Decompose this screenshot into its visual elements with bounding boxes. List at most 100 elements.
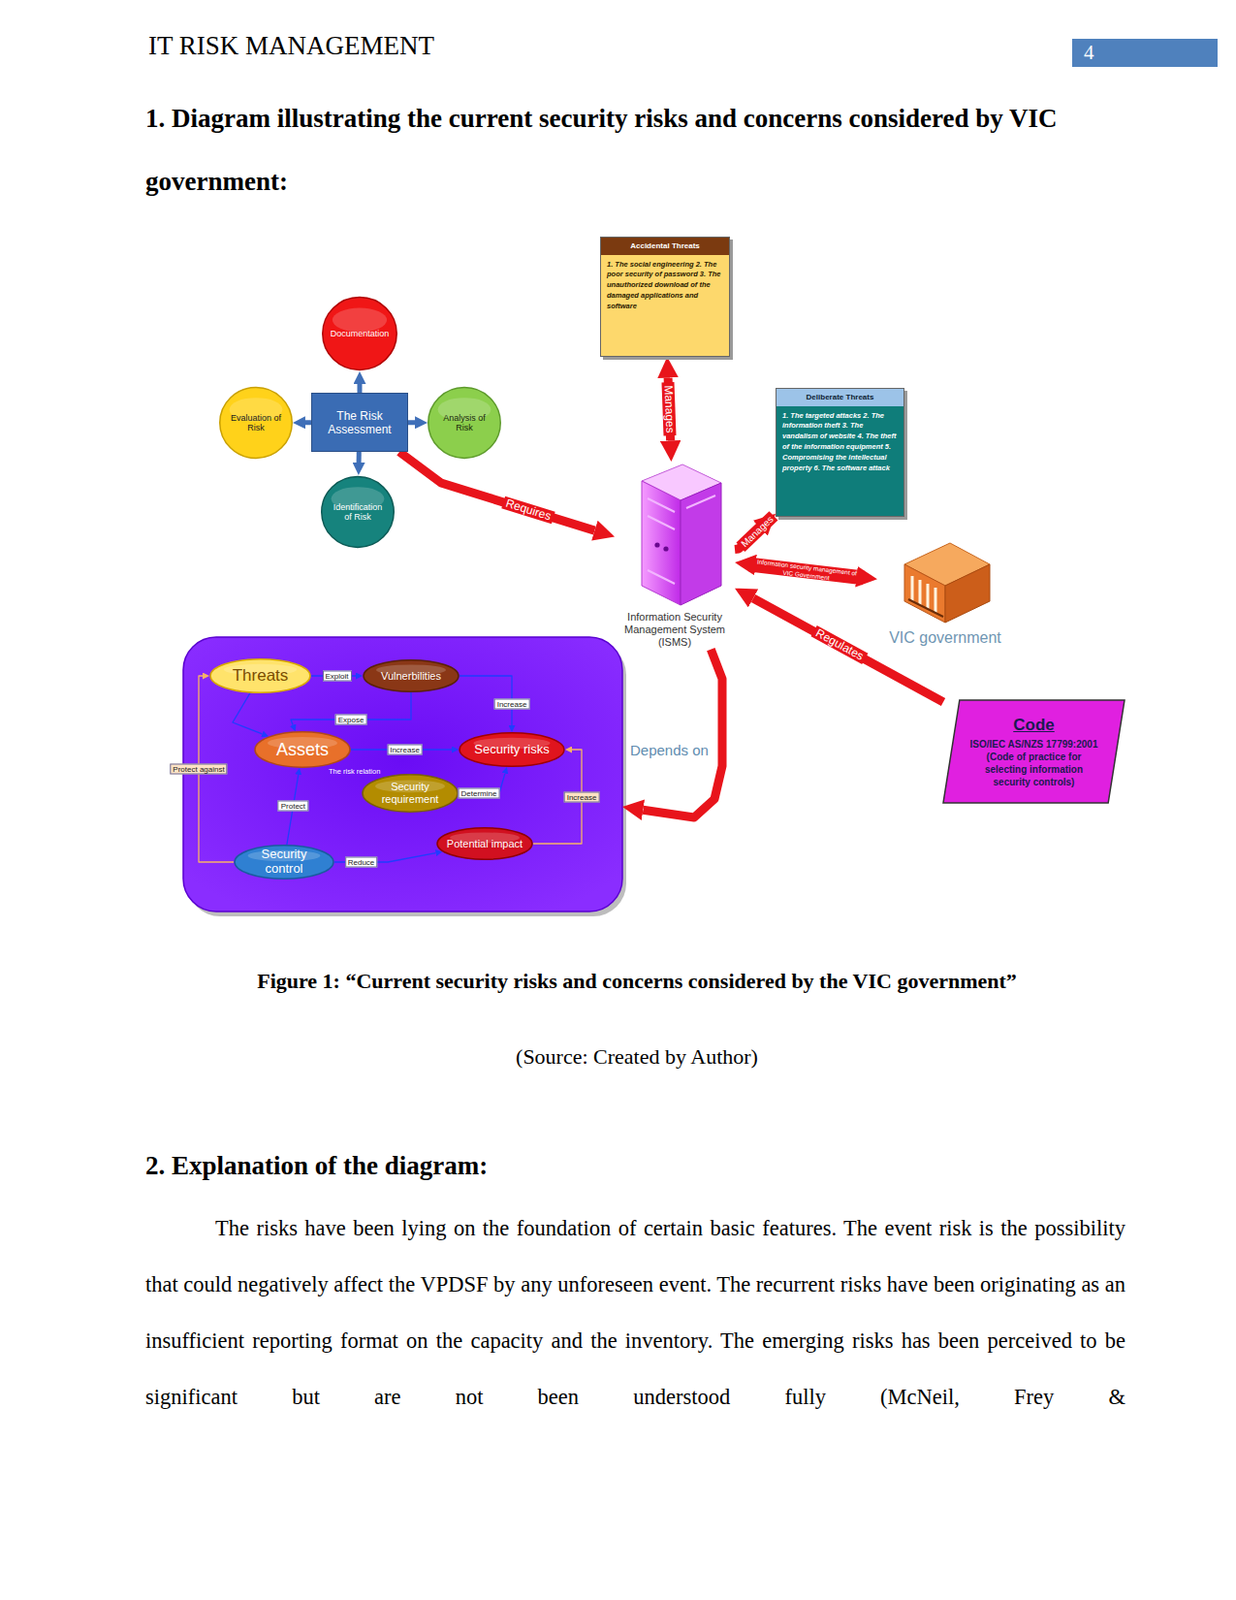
connector (290, 692, 412, 726)
concept-ellipse: Security risks (458, 731, 566, 767)
box-heading: Deliberate Threats (776, 388, 904, 407)
ellipse-outline (428, 387, 501, 459)
ellipse-outline (363, 660, 459, 693)
icon-label: Information Security Management System (… (614, 610, 735, 650)
ellipse-outline (321, 476, 394, 548)
connector (356, 451, 362, 463)
ellipse-outline (322, 297, 397, 371)
ellipse-outline (459, 732, 565, 767)
text-wrap: Security requirement (361, 773, 459, 813)
connector (408, 419, 415, 425)
edge-label: Increase (494, 698, 531, 710)
edge-label: Depends on (630, 741, 709, 760)
code-box: CodeISO/IEC AS/NZS 17799:2001 (Code of p… (943, 699, 1125, 803)
ellipse-outline (437, 827, 533, 860)
concept-ellipse: Security requirement (361, 773, 459, 813)
concept-ellipse: Security control (233, 844, 335, 880)
server-light (654, 541, 660, 547)
building-front (904, 564, 946, 623)
node-label: Threats (232, 665, 289, 686)
body-paragraph: The risks have been lying on the foundat… (145, 1200, 1126, 1426)
edge-label: Regulates (810, 625, 868, 665)
figure-caption: Figure 1: “Current security risks and co… (145, 966, 1129, 996)
process-circle: Identification of Risk (320, 475, 395, 549)
concept-ellipse: Potential impact (436, 826, 534, 860)
process-circle: Documentation (321, 295, 398, 372)
node-label: The Risk Assessment (317, 409, 402, 437)
process-circle: Evaluation of Risk (219, 385, 293, 460)
process-box: The Risk Assessment (311, 392, 409, 452)
node-label: Vulnerbilities (380, 669, 442, 683)
edge-label: Determine (458, 788, 501, 799)
server-node: Information Security Management System (… (614, 461, 735, 650)
code-body: ISO/IEC AS/NZS 17799:2001 (Code of pract… (966, 737, 1102, 789)
box-body: 1. The targeted attacks 2. The informati… (776, 406, 904, 480)
connector (753, 598, 944, 702)
node-label: Security requirement (371, 780, 449, 805)
node-label: Analysis of Risk (437, 412, 492, 434)
text-wrap: Assets (253, 730, 351, 768)
edge-label: Expose (335, 714, 368, 726)
edge-label: Increase (564, 791, 601, 802)
edge-label: Protect against (169, 763, 227, 775)
concept-ellipse: Assets (253, 730, 351, 768)
server-light (663, 545, 668, 551)
section-heading: 2. Explanation of the diagram: (145, 1147, 1115, 1183)
box-heading: Accidental Threats (601, 237, 729, 255)
icon-holder (877, 527, 1014, 625)
edge-label: Information security management of VIC G… (748, 556, 864, 585)
node-label: Security control (243, 847, 325, 877)
text-wrap: Vulnerbilities (362, 659, 460, 693)
ellipse-highlight (332, 307, 387, 332)
connector (642, 649, 723, 818)
text-wrap: Security control (233, 844, 335, 880)
edge-label: Protect (278, 800, 309, 812)
connector (399, 451, 595, 531)
box-body: 1. The social engineering 2. The poor se… (601, 254, 729, 318)
text-wrap: Threats (209, 658, 312, 694)
node-label: Assets (276, 739, 329, 761)
concept-ellipse: Vulnerbilities (362, 659, 460, 693)
risk-panel: The risk relation Threats VulnerbilitiesAs… (183, 636, 623, 912)
connector (232, 693, 263, 734)
building-node: VIC government (877, 527, 1014, 647)
building-side (945, 564, 990, 623)
running-header: IT RISK MANAGEMENT (148, 30, 730, 62)
threat-box: Deliberate Threats1. The targeted attack… (775, 387, 905, 517)
node-label: Security risks (474, 742, 549, 758)
parallelogram-outline (943, 699, 1125, 803)
ellipse-outline (362, 774, 458, 812)
text-wrap: Potential impact (436, 826, 534, 860)
edge-label: Requires (501, 496, 555, 524)
edge-label: Reduce (345, 856, 379, 868)
edge-label: Exploit (321, 670, 351, 682)
edge-label: Increase (386, 744, 423, 756)
building-icon (896, 527, 994, 625)
text-wrap: Identification of Risk (320, 475, 395, 549)
panel-label: The risk relation (328, 766, 381, 776)
text-wrap: Security risks (458, 731, 566, 767)
node-label: Identification of Risk (330, 502, 385, 523)
figure-title: 1. Diagram illustrating the current secu… (145, 87, 1106, 214)
text-wrap: Documentation (321, 295, 398, 372)
edge-label: Manages (735, 510, 778, 552)
icon-label: VIC government (877, 628, 1014, 647)
source-note: (Source: Created by Author) (145, 1042, 1129, 1072)
server-icon (624, 461, 727, 607)
edge-label: Manages (662, 381, 677, 437)
threat-box: Accidental Threats1. The social engineer… (600, 236, 730, 357)
panel-shape (183, 636, 623, 912)
text-wrap: Analysis of Risk (427, 385, 502, 460)
node-label: Documentation (330, 328, 390, 339)
node-label: Potential impact (446, 837, 523, 851)
server-front (641, 480, 681, 605)
building-base (908, 599, 944, 617)
node-label: Evaluation of Risk (228, 412, 284, 434)
connector (357, 383, 363, 393)
process-circle: Analysis of Risk (427, 385, 502, 460)
text-wrap: Evaluation of Risk (219, 385, 293, 460)
ellipse-outline (254, 731, 350, 767)
ellipse-outline (220, 387, 292, 459)
